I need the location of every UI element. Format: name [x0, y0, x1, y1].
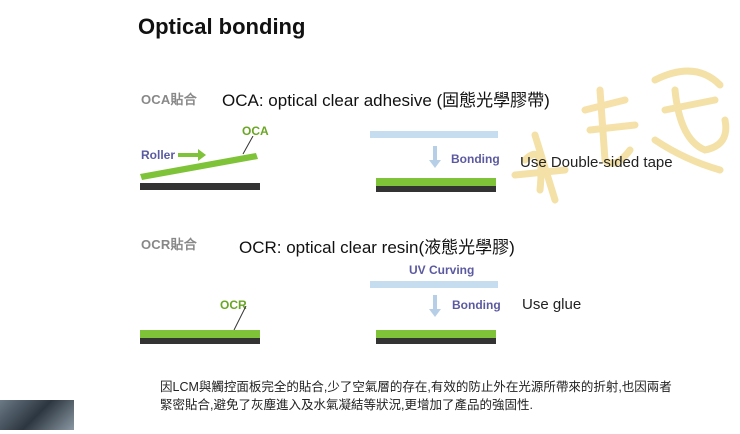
ocr-heading: OCR: optical clear resin(液態光學膠) — [239, 238, 515, 257]
uv-curving-label: UV Curving — [409, 263, 475, 277]
ocr-layer-label: OCR — [220, 298, 247, 312]
oca-bonding-label: Bonding — [451, 152, 500, 166]
oca-bonded-layer — [376, 178, 496, 186]
ocr-bonded-base — [376, 338, 496, 344]
oca-heading: OCA: optical clear adhesive (固態光學膠帶) — [222, 91, 550, 110]
oca-use-text: Use Double-sided tape — [520, 154, 673, 171]
down-arrow-icon — [429, 146, 441, 168]
calligraphy-watermark-icon — [505, 40, 740, 210]
roller-label: Roller — [141, 148, 176, 162]
footer-note-line2: 緊密貼合,避免了灰塵進入及水氣凝結等狀況,更增加了產品的強固性. — [160, 398, 533, 412]
page-title: Optical bonding — [138, 14, 306, 39]
oca-layer-label: OCA — [242, 124, 269, 138]
footer-note-line1: 因LCM與觸控面板完全的貼合,少了空氣層的存在,有效的防止外在光源所帶來的折射,… — [160, 380, 672, 394]
ocr-tag: OCR貼合 — [141, 237, 197, 252]
ocr-cover-panel — [370, 281, 498, 288]
video-thumbnail[interactable] — [0, 400, 74, 430]
ocr-use-text: Use glue — [522, 296, 582, 313]
footer-note: 因LCM與觸控面板完全的貼合,少了空氣層的存在,有效的防止外在光源所帶來的折射,… — [160, 378, 720, 414]
oca-tag: OCA貼合 — [141, 92, 197, 107]
ocr-glue-layer — [140, 330, 260, 338]
ocr-pointer — [230, 306, 250, 332]
ocr-bonded-layer — [376, 330, 496, 338]
roller-arrow-icon — [178, 149, 206, 161]
oca-diagram-left — [138, 136, 263, 196]
ocr-base-left — [140, 338, 260, 344]
oca-bonded-base — [376, 186, 496, 192]
oca-cover-panel — [370, 131, 498, 138]
ocr-bonding-label: Bonding — [452, 298, 501, 312]
down-arrow-icon — [429, 295, 441, 317]
